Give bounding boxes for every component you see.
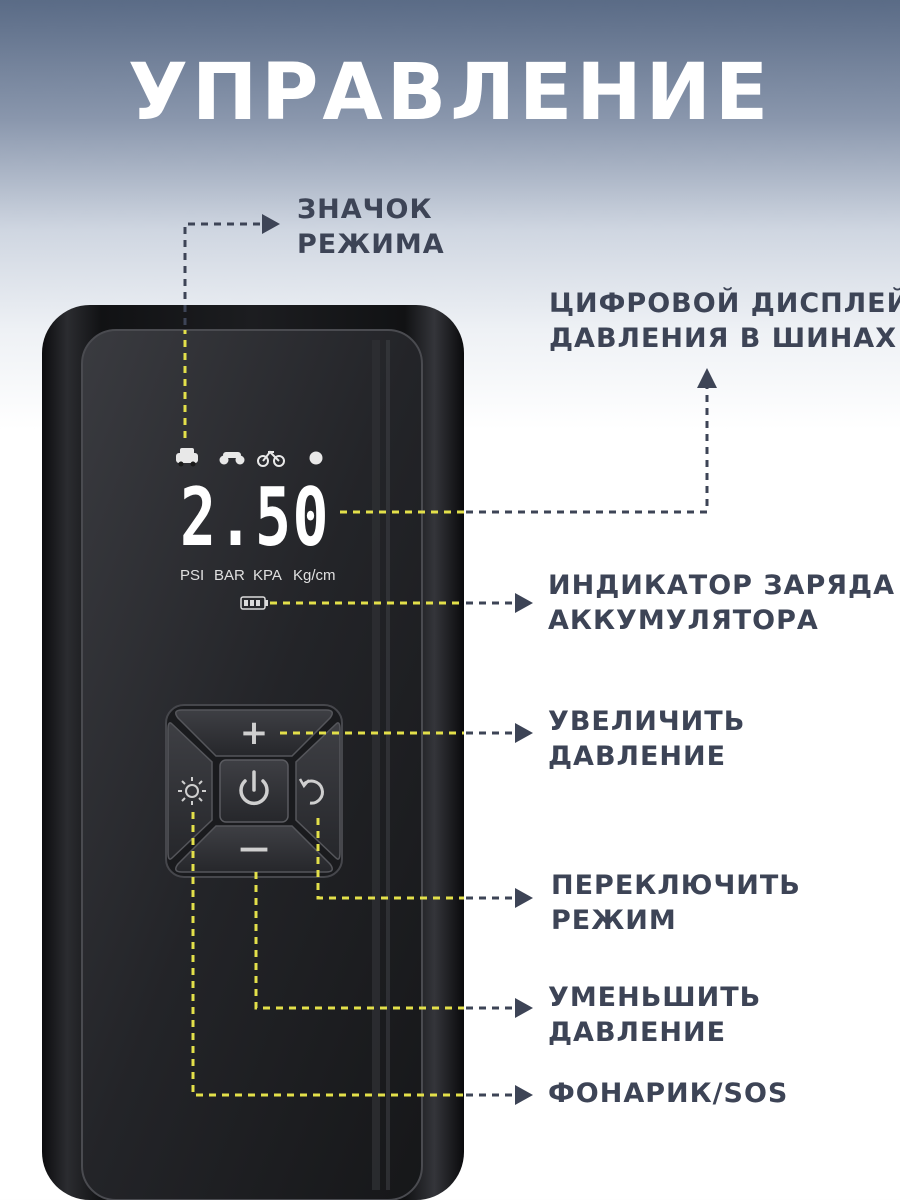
callout-line: ДАВЛЕНИЕ (548, 1017, 727, 1048)
arrow-up-icon (697, 368, 717, 388)
bicycle-icon (257, 450, 285, 467)
callout-line: РЕЖИМА (297, 229, 445, 260)
refresh-icon (298, 778, 324, 805)
callout-line: РЕЖИМ (551, 905, 677, 936)
callout-line: ЦИФРОВОЙ ДИСПЛЕЙ (549, 288, 900, 319)
callout-flashlight: ФОНАРИК/SOS (548, 1076, 788, 1111)
unit-kgcm: Kg/cm (293, 567, 336, 584)
arrow-right-icon (515, 593, 533, 613)
callout-line: УМЕНЬШИТЬ (548, 982, 762, 1013)
arrow-right-icon (515, 1085, 533, 1105)
unit-psi: PSI (180, 567, 204, 584)
callout-decrease-pressure: УМЕНЬШИТЬ ДАВЛЕНИЕ (548, 980, 761, 1050)
minus-icon: — (239, 831, 269, 866)
callout-line: УВЕЛИЧИТЬ (548, 706, 746, 737)
car-icon (176, 448, 198, 467)
pressure-value: 2.50 (180, 471, 330, 564)
motorcycle-icon (219, 452, 245, 465)
arrow-right-icon (515, 998, 533, 1018)
callout-line: ИНДИКАТОР ЗАРЯДА (548, 570, 895, 601)
callout-line: АККУМУЛЯТОРА (548, 605, 819, 636)
callout-battery-indicator: ИНДИКАТОР ЗАРЯДА АККУМУЛЯТОРА (548, 568, 895, 638)
callout-line: ЗНАЧОК (297, 194, 433, 225)
sun-icon (178, 777, 206, 805)
ball-icon (309, 451, 323, 465)
callout-line: ДАВЛЕНИЯ В ШИНАХ (549, 323, 898, 354)
arrow-heads (262, 214, 717, 1105)
callout-digital-display: ЦИФРОВОЙ ДИСПЛЕЙ ДАВЛЕНИЯ В ШИНАХ (549, 286, 900, 356)
arrow-right-icon (515, 723, 533, 743)
page-title: УПРАВЛЕНИЕ (127, 48, 773, 138)
callout-switch-mode: ПЕРЕКЛЮЧИТЬ РЕЖИМ (551, 868, 801, 938)
power-icon (239, 770, 269, 806)
callout-line: ПЕРЕКЛЮЧИТЬ (551, 870, 801, 901)
switch-mode-button[interactable] (295, 722, 341, 860)
decrease-pressure-button[interactable] (175, 825, 333, 873)
battery-icon (240, 596, 268, 610)
callout-line: ФОНАРИК/SOS (548, 1078, 789, 1109)
flashlight-button[interactable] (167, 722, 213, 860)
arrow-right-icon (515, 888, 533, 908)
unit-bar: BAR (214, 567, 245, 584)
callout-increase-pressure: УВЕЛИЧИТЬ ДАВЛЕНИЕ (548, 704, 745, 774)
increase-pressure-button[interactable] (175, 709, 333, 757)
unit-kpa: KPA (253, 567, 282, 584)
plus-icon: + (240, 713, 269, 753)
callout-mode-icon: ЗНАЧОК РЕЖИМА (297, 192, 445, 262)
callout-line: ДАВЛЕНИЕ (548, 741, 727, 772)
arrow-right-icon (262, 214, 280, 234)
leader-lines (183, 222, 709, 1097)
